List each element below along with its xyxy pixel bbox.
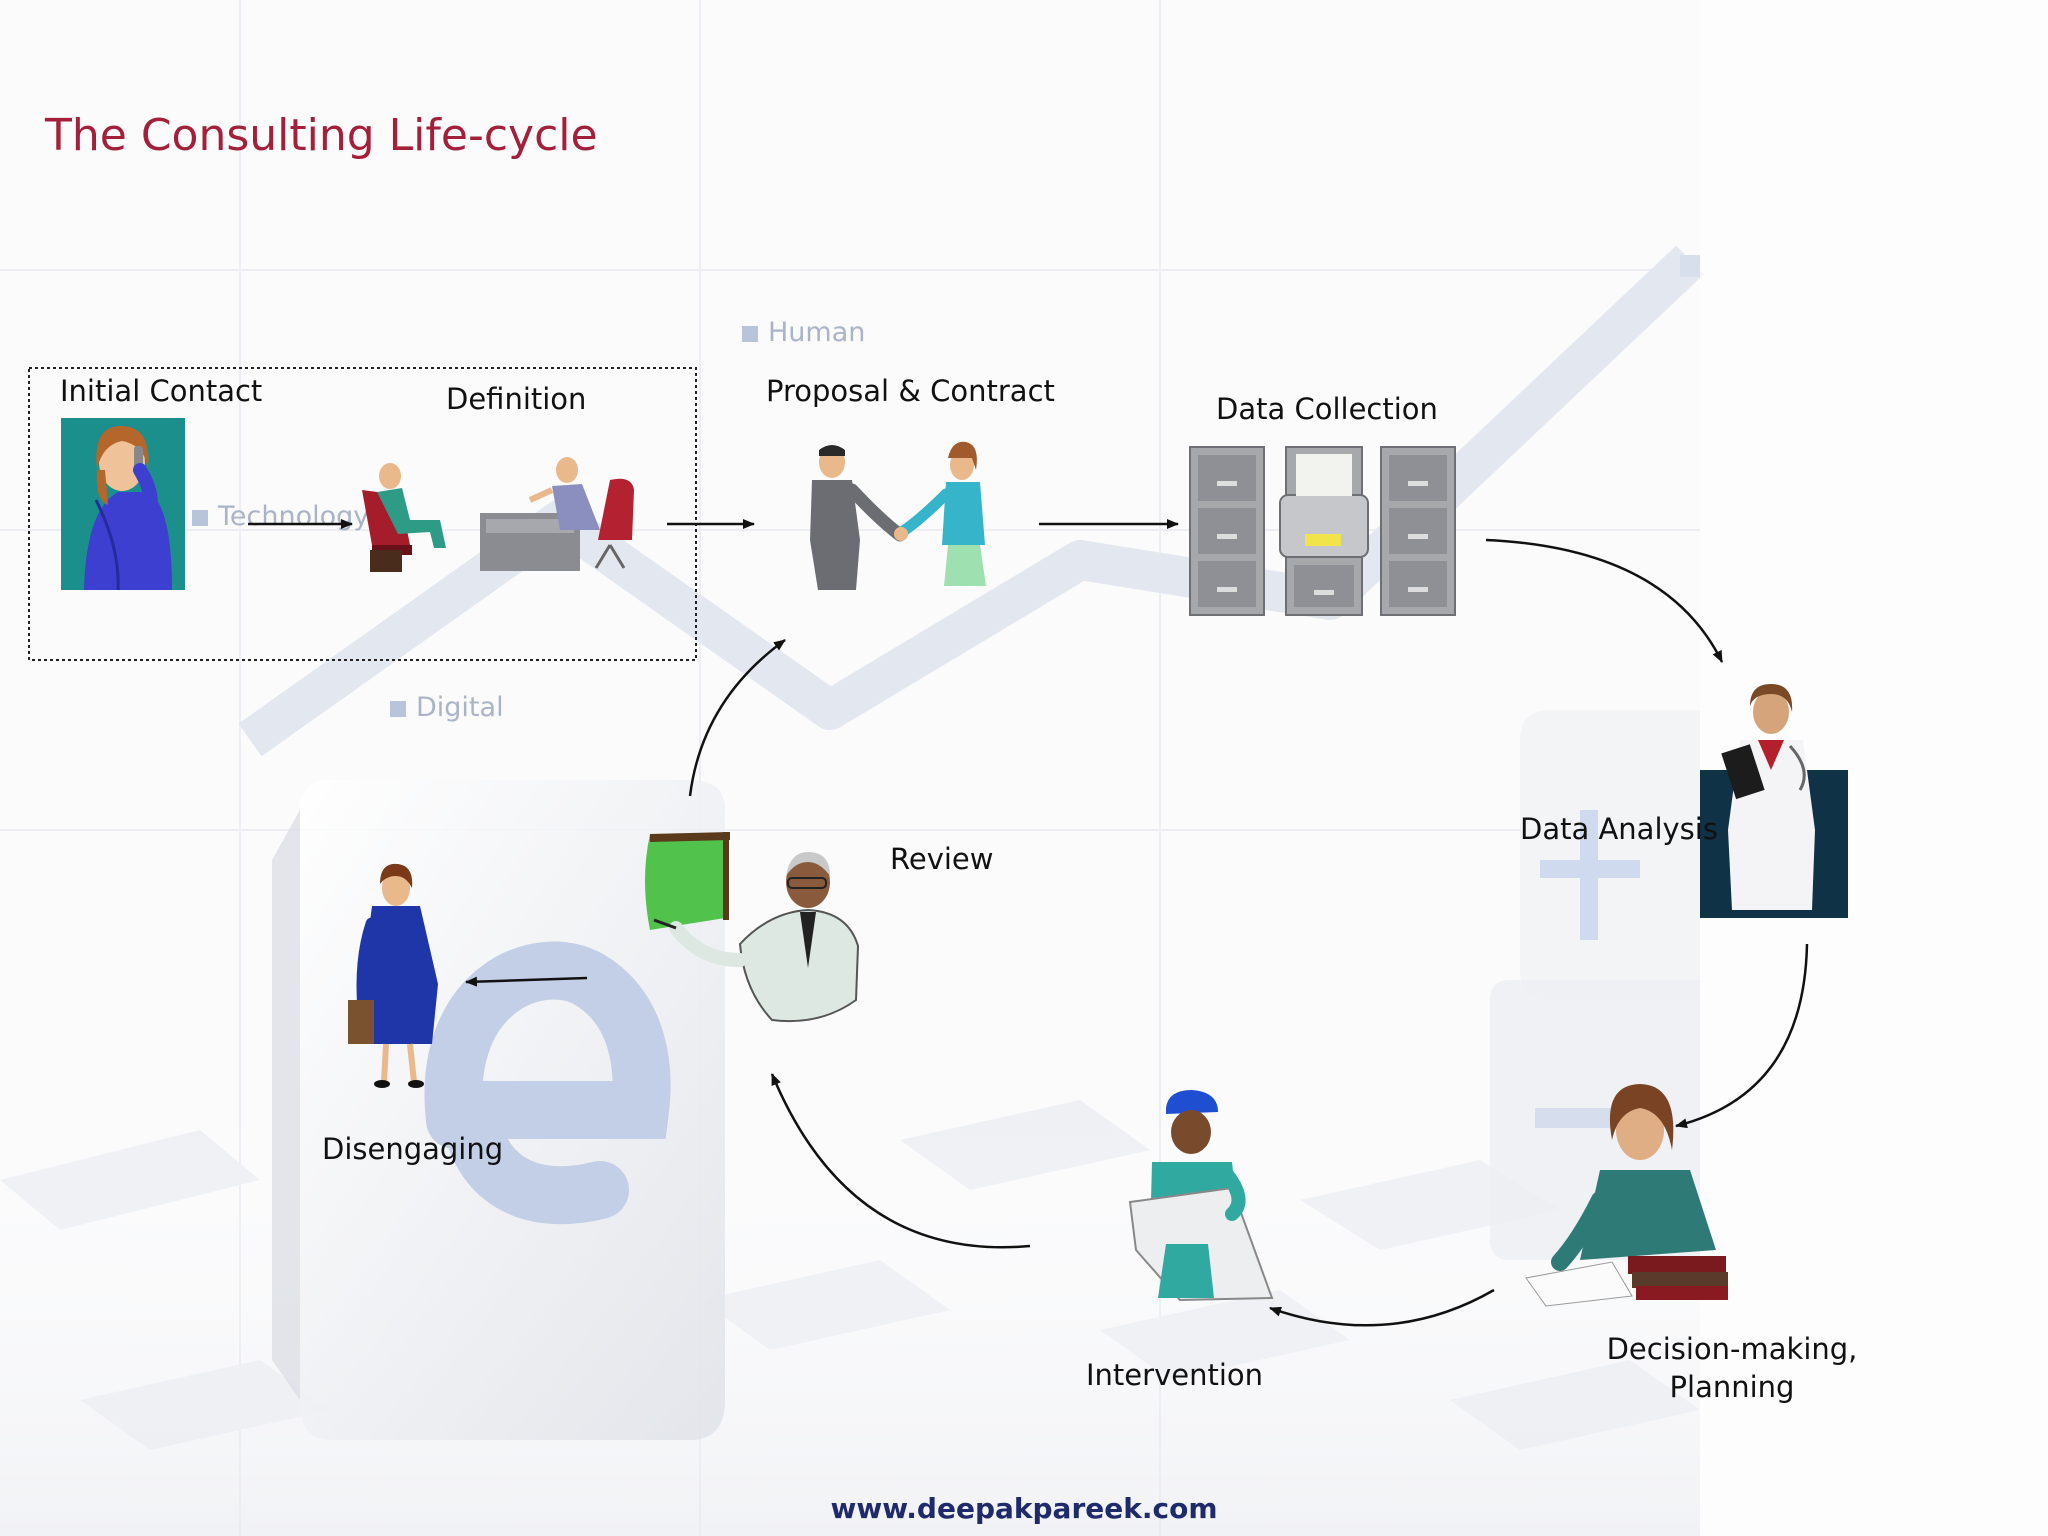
flow-arrows xyxy=(248,519,1809,1327)
background-word-human: Human xyxy=(742,317,865,348)
businesswoman-icon xyxy=(348,863,438,1088)
slide-title: The Consulting Life-cycle xyxy=(45,110,598,161)
label-decision-line1: Decision-making, xyxy=(1606,1332,1858,1366)
label-initial-contact: Initial Contact xyxy=(60,374,263,408)
handshake-icon xyxy=(810,441,986,590)
arrow-review-to-disengaging xyxy=(465,976,588,987)
arrow-intervention-to-review xyxy=(770,1073,1031,1249)
worker-blueprint-icon xyxy=(1128,1090,1274,1302)
arrow-analysis-to-decision xyxy=(1675,943,1809,1129)
arrow-collection-to-analysis xyxy=(1485,538,1724,663)
background-square xyxy=(192,509,208,526)
meeting-desk-icon xyxy=(362,457,634,572)
background-word-digital-text: Digital xyxy=(416,692,504,723)
label-decision-line2: Planning xyxy=(1669,1370,1795,1404)
label-proposal-contract: Proposal & Contract xyxy=(766,374,1055,408)
doctor-icon xyxy=(1700,684,1848,918)
background-word-digital: Digital xyxy=(390,692,504,723)
label-data-collection: Data Collection xyxy=(1216,392,1438,426)
background-word-human-text: Human xyxy=(768,317,866,348)
filing-cabinets-icon xyxy=(1189,446,1456,616)
label-review: Review xyxy=(890,842,994,876)
label-disengaging: Disengaging xyxy=(322,1132,504,1166)
label-data-analysis: Data Analysis xyxy=(1520,812,1718,846)
label-definition: Definition xyxy=(446,382,587,416)
label-intervention: Intervention xyxy=(1086,1358,1264,1392)
presenter-board-icon xyxy=(645,832,860,1023)
footer-website: www.deepakpareek.com xyxy=(830,1492,1218,1525)
phone-woman-icon xyxy=(61,418,185,591)
background-square xyxy=(390,700,406,717)
arrow-decision-to-intervention xyxy=(1269,1288,1495,1327)
label-decision-making: Decision-making, Planning xyxy=(1604,1330,1860,1406)
initial-phase-box xyxy=(28,367,697,661)
arrow-review-to-proposal xyxy=(688,638,786,797)
background-square xyxy=(742,325,758,342)
writing-woman-icon xyxy=(1525,1084,1728,1307)
